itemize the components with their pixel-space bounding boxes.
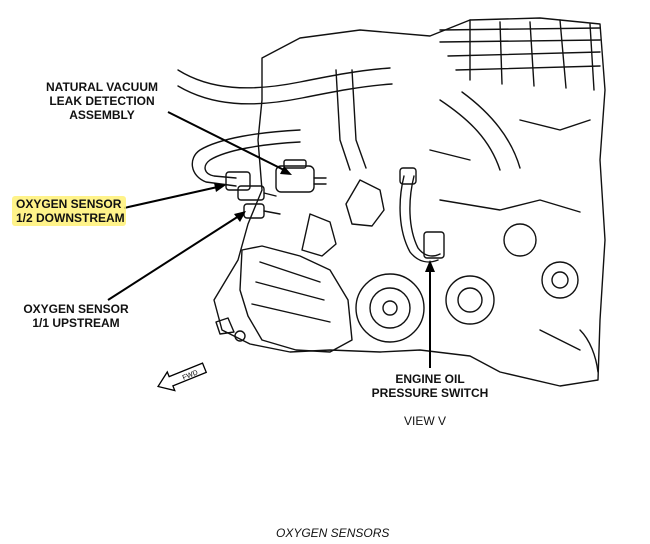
label-o2-upstream-line1: OXYGEN SENSOR	[23, 302, 129, 316]
label-o2-downstream: OXYGEN SENSOR 1/2 DOWNSTREAM	[16, 197, 125, 225]
label-o2-upstream-line2: 1/1 UPSTREAM	[32, 316, 120, 330]
label-oil-pressure-line1: ENGINE OIL	[395, 372, 465, 386]
label-oil-pressure-line2: PRESSURE SWITCH	[371, 386, 489, 400]
leader-o2-upstream	[107, 213, 243, 301]
label-natural-vacuum-line1: NATURAL VACUUM	[46, 80, 158, 94]
label-oil-pressure: ENGINE OIL PRESSURE SWITCH	[366, 372, 494, 400]
label-natural-vacuum-line2: LEAK DETECTION	[49, 94, 155, 108]
leader-o2-downstream	[123, 185, 223, 209]
label-o2-downstream-line1: OXYGEN SENSOR	[16, 197, 122, 211]
figure-caption: OXYGEN SENSORS	[276, 526, 390, 540]
arrow-oil-pressure	[425, 260, 435, 272]
label-o2-downstream-line2: 1/2 DOWNSTREAM	[16, 211, 125, 225]
arrow-natural-vacuum	[280, 166, 292, 175]
arrow-o2-upstream	[234, 211, 246, 222]
view-label: VIEW V	[404, 414, 447, 428]
label-highlight	[12, 196, 126, 226]
arrow-o2-downstream	[214, 183, 226, 192]
label-o2-upstream: OXYGEN SENSOR 1/1 UPSTREAM	[20, 302, 132, 330]
leader-natural-vacuum	[167, 111, 289, 173]
label-natural-vacuum-line3: ASSEMBLY	[69, 108, 135, 122]
label-natural-vacuum: NATURAL VACUUM LEAK DETECTION ASSEMBLY	[28, 80, 176, 122]
